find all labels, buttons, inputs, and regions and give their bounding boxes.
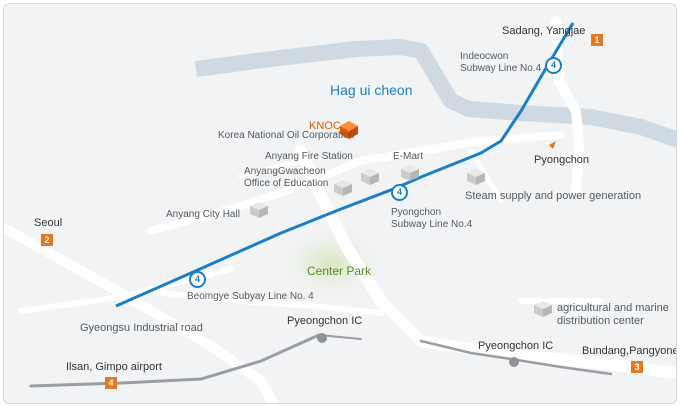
fire-station-label: Anyang Fire Station (265, 151, 353, 162)
destination-2-label: Seoul (34, 217, 63, 229)
river (194, 39, 676, 148)
center-park-area (273, 221, 389, 305)
agri-center-label-line1: agricultural and marine (557, 302, 669, 314)
indeocwon-station-label-line2: Subway Line No.4 (460, 63, 542, 74)
destination-4-badge: 4 (105, 377, 117, 389)
emart-label: E-Mart (393, 151, 423, 162)
indeocwon-station-label-line1: Indeocwon (460, 51, 509, 62)
agri-center-label-line2: distribution center (557, 315, 644, 327)
pyongchon-station-label-line1: Pyongchon (391, 207, 442, 218)
destination-3-label: Bundang,Pangyone (582, 345, 677, 357)
pyongchon-station-marker: 4 (391, 184, 408, 201)
pyeongchon-ic-2-marker (509, 357, 519, 367)
emart-building-icon (401, 165, 419, 181)
destination-1-label: Sadang, Yangjae (502, 25, 586, 37)
destination-4-label: Ilsan, Gimpo airport (66, 361, 162, 373)
indeocwon-station-marker: 4 (545, 57, 562, 74)
pyeongchon-ic-1-label: Pyeongchon IC (287, 315, 363, 327)
roads (4, 16, 676, 403)
direction-arrow (549, 141, 556, 149)
pyongchon-station-label-line2: Subway Line No.4 (391, 219, 473, 230)
beomgye-station-label: Beomgye Subyay Line No. 4 (187, 291, 314, 302)
map-base (4, 16, 676, 403)
gyeongsu-road-label: Gyeongsu Industrial road (80, 322, 203, 334)
education-office-label-line1: AnyangGwacheon (244, 166, 326, 177)
steam-plant-building-icon (467, 169, 485, 185)
center-park-label: Center Park (307, 264, 372, 278)
pyongchon-area-label: Pyongchon (534, 154, 590, 166)
steam-plant-label: Steam supply and power generation (465, 190, 642, 202)
subway-line-4 (115, 22, 575, 308)
fire-station-building-icon (361, 169, 379, 185)
knoc-building-icon (340, 121, 358, 139)
pyeongchon-ic-1-marker (317, 333, 327, 343)
city-hall-building-icon (250, 202, 268, 218)
city-hall-label: Anyang City Hall (166, 209, 240, 220)
river-label: Hag ui cheon (330, 82, 413, 98)
education-office-building-icon (334, 180, 352, 196)
map-frame: Hag ui cheon KNOC Korea National Oil Cor… (3, 3, 677, 404)
destination-3-badge: 3 (631, 361, 643, 373)
knoc-full-name: Korea National Oil Corporation (218, 130, 355, 141)
destination-1-badge: 1 (591, 34, 603, 46)
knoc-label: KNOC (309, 120, 341, 132)
beomgye-station-marker: 4 (189, 271, 206, 288)
pyeongchon-ic-2-label: Pyeongchon IC (478, 340, 554, 352)
education-office-label-line2: Office of Education (244, 178, 329, 189)
agri-center-building-icon (534, 301, 552, 317)
destination-2-badge: 2 (41, 234, 53, 246)
